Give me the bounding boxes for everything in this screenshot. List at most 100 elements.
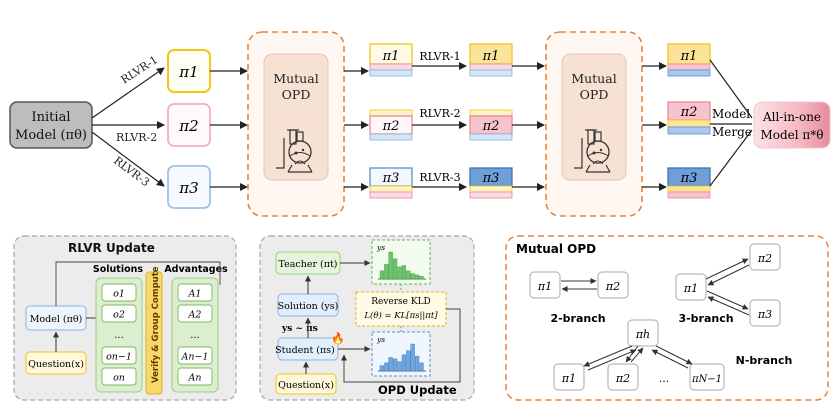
advantage-item-label: A2 [188, 310, 202, 321]
n-branch-node-1: π1 [561, 372, 576, 385]
solution-item-box [101, 304, 137, 323]
merged-stack-1a: π1 [369, 43, 413, 77]
teacher-dist-bar [397, 266, 402, 280]
policy-label-1: π1 [178, 63, 198, 81]
student-dist-bar [406, 350, 411, 372]
student-dist-bar [415, 355, 420, 372]
final-stack-1: π1 [667, 43, 711, 77]
merged-stack-2a: π2 [369, 109, 413, 141]
initial-model-line1: Initial [32, 110, 71, 125]
mutual-opd-block-1: Mutual OPD [247, 31, 345, 217]
fire-icon: 🔥 [331, 332, 345, 345]
teacher-dist-bar [393, 258, 398, 280]
teacher-dist-bar [401, 265, 406, 280]
rlvr-left-label-1: RLVR-1 [119, 53, 161, 86]
n-branch-node-n: πN−1 [691, 374, 722, 385]
rlvr-update-title: RLVR Update [68, 241, 155, 255]
advantage-item-box [177, 304, 213, 323]
opd-update-panel: Teacher (πt) Solution (ys) Student (πs) … [259, 235, 475, 401]
rlvr-left-label-3: RLVR-3 [111, 154, 152, 189]
mutual-opd-2-line2: OPD [580, 87, 609, 102]
solution-item-box [101, 283, 137, 302]
rlvr-left-label-2: RLVR-2 [116, 131, 157, 144]
teacher-dist-bar [419, 276, 424, 280]
stack-1a-label: π1 [382, 49, 400, 64]
policy-label-3: π3 [178, 179, 198, 197]
student-dist-axis: ys [376, 335, 385, 344]
rlvr-question-label: Question(x) [28, 359, 84, 370]
final-stack-2-label: π2 [680, 105, 698, 120]
solution-item-label: on−1 [106, 352, 132, 363]
three-branch-label: 3-branch [678, 312, 733, 325]
teacher-dist-bar [379, 270, 384, 280]
model-merge-label-2: Merge [712, 125, 752, 139]
student-dist-bar [397, 361, 402, 372]
mutual-opd-1-line2: OPD [282, 87, 311, 102]
solution-item-label: on [113, 373, 125, 384]
n-branch-node-2: π2 [615, 372, 630, 385]
three-branch-node-3: π3 [757, 308, 772, 321]
initial-model-node: Initial Model (πθ) [9, 101, 93, 149]
rlvr-mid-label-2: RLVR-2 [419, 107, 460, 120]
advantage-item-label: An [188, 373, 202, 384]
teacher-dist-bar [388, 251, 393, 280]
all-in-one-line2: Model π*θ [760, 128, 823, 142]
teacher-dist-bar [415, 274, 420, 280]
stack-3b-label: π3 [482, 171, 500, 186]
three-branch-node-1: π1 [683, 282, 698, 295]
final-stack-3-label: π3 [680, 171, 698, 186]
rlvr-advantages-label: Advantages [164, 264, 228, 275]
mutual-opd-1-line1: Mutual [273, 71, 318, 86]
final-stack-3: π3 [667, 167, 711, 199]
final-stack-2: π2 [667, 101, 711, 135]
rlvr-mid-label-3: RLVR-3 [419, 171, 460, 184]
solution-item-box [101, 346, 137, 365]
mutual-opd-block-2: Mutual OPD [545, 31, 643, 217]
student-dist-bar [384, 362, 389, 372]
policy-box-1: π1 [167, 49, 211, 93]
two-branch-node-1: π1 [537, 280, 552, 293]
opd-update-title: OPD Update [378, 383, 457, 397]
rlvr-update-panel: RLVR Update Solutions Advantages Model (… [13, 235, 237, 401]
stack-1b-label: π1 [482, 49, 500, 64]
n-branch-hub: πh [635, 328, 650, 341]
model-merge-lines: Model Merge [709, 59, 753, 187]
opd-student-label: Student (πs) [275, 345, 335, 356]
policy-box-3: π3 [167, 165, 211, 209]
mutual-opd-2-line1: Mutual [571, 71, 616, 86]
kld-formula: L(θ) = KL[πs||πt] [363, 310, 438, 321]
final-stack-1-label: π1 [680, 49, 698, 64]
all-in-one-model-node: All-in-one Model π*θ [753, 101, 831, 149]
stack-3a-label: π3 [382, 171, 400, 186]
advantage-item-label: A1 [188, 289, 202, 300]
opd-sampling-label: ys ~ πs [281, 324, 318, 334]
three-branch-node-2: π2 [757, 252, 772, 265]
merged-stack-2b: π2 [469, 109, 513, 141]
solution-item-ellipsis: ... [114, 330, 124, 341]
teacher-dist-bar [410, 273, 415, 280]
initial-model-line2: Model (πθ) [15, 128, 87, 143]
merged-stack-1b: π1 [469, 43, 513, 77]
n-branch-label: N-branch [736, 354, 793, 367]
opd-teacher-label: Teacher (πt) [279, 259, 338, 270]
opd-question-label: Question(x) [278, 380, 334, 391]
rlvr-left-arrows: RLVR-1 RLVR-2 RLVR-3 [91, 53, 165, 189]
student-dist-bar [419, 362, 424, 372]
stack-2a-label: π2 [382, 119, 400, 134]
model-merge-label-1: Model [712, 107, 750, 121]
three-branch-graph: π1 π2 π3 3-branch [675, 243, 781, 327]
advantage-item-box [177, 367, 213, 386]
policy-box-2: π2 [167, 103, 211, 147]
teacher-dist-axis: ys [376, 243, 385, 252]
rlvr-solutions-label: Solutions [93, 264, 143, 275]
teacher-dist-bar [384, 263, 389, 280]
rlvr-model-label: Model (πθ) [30, 314, 83, 325]
advantage-item-ellipsis: ... [190, 330, 200, 341]
kld-title: Reverse KLD [371, 297, 431, 307]
rlvr-mid-label-1: RLVR-1 [419, 50, 460, 63]
student-dist-bar [379, 365, 384, 372]
two-branch-node-2: π2 [605, 280, 620, 293]
